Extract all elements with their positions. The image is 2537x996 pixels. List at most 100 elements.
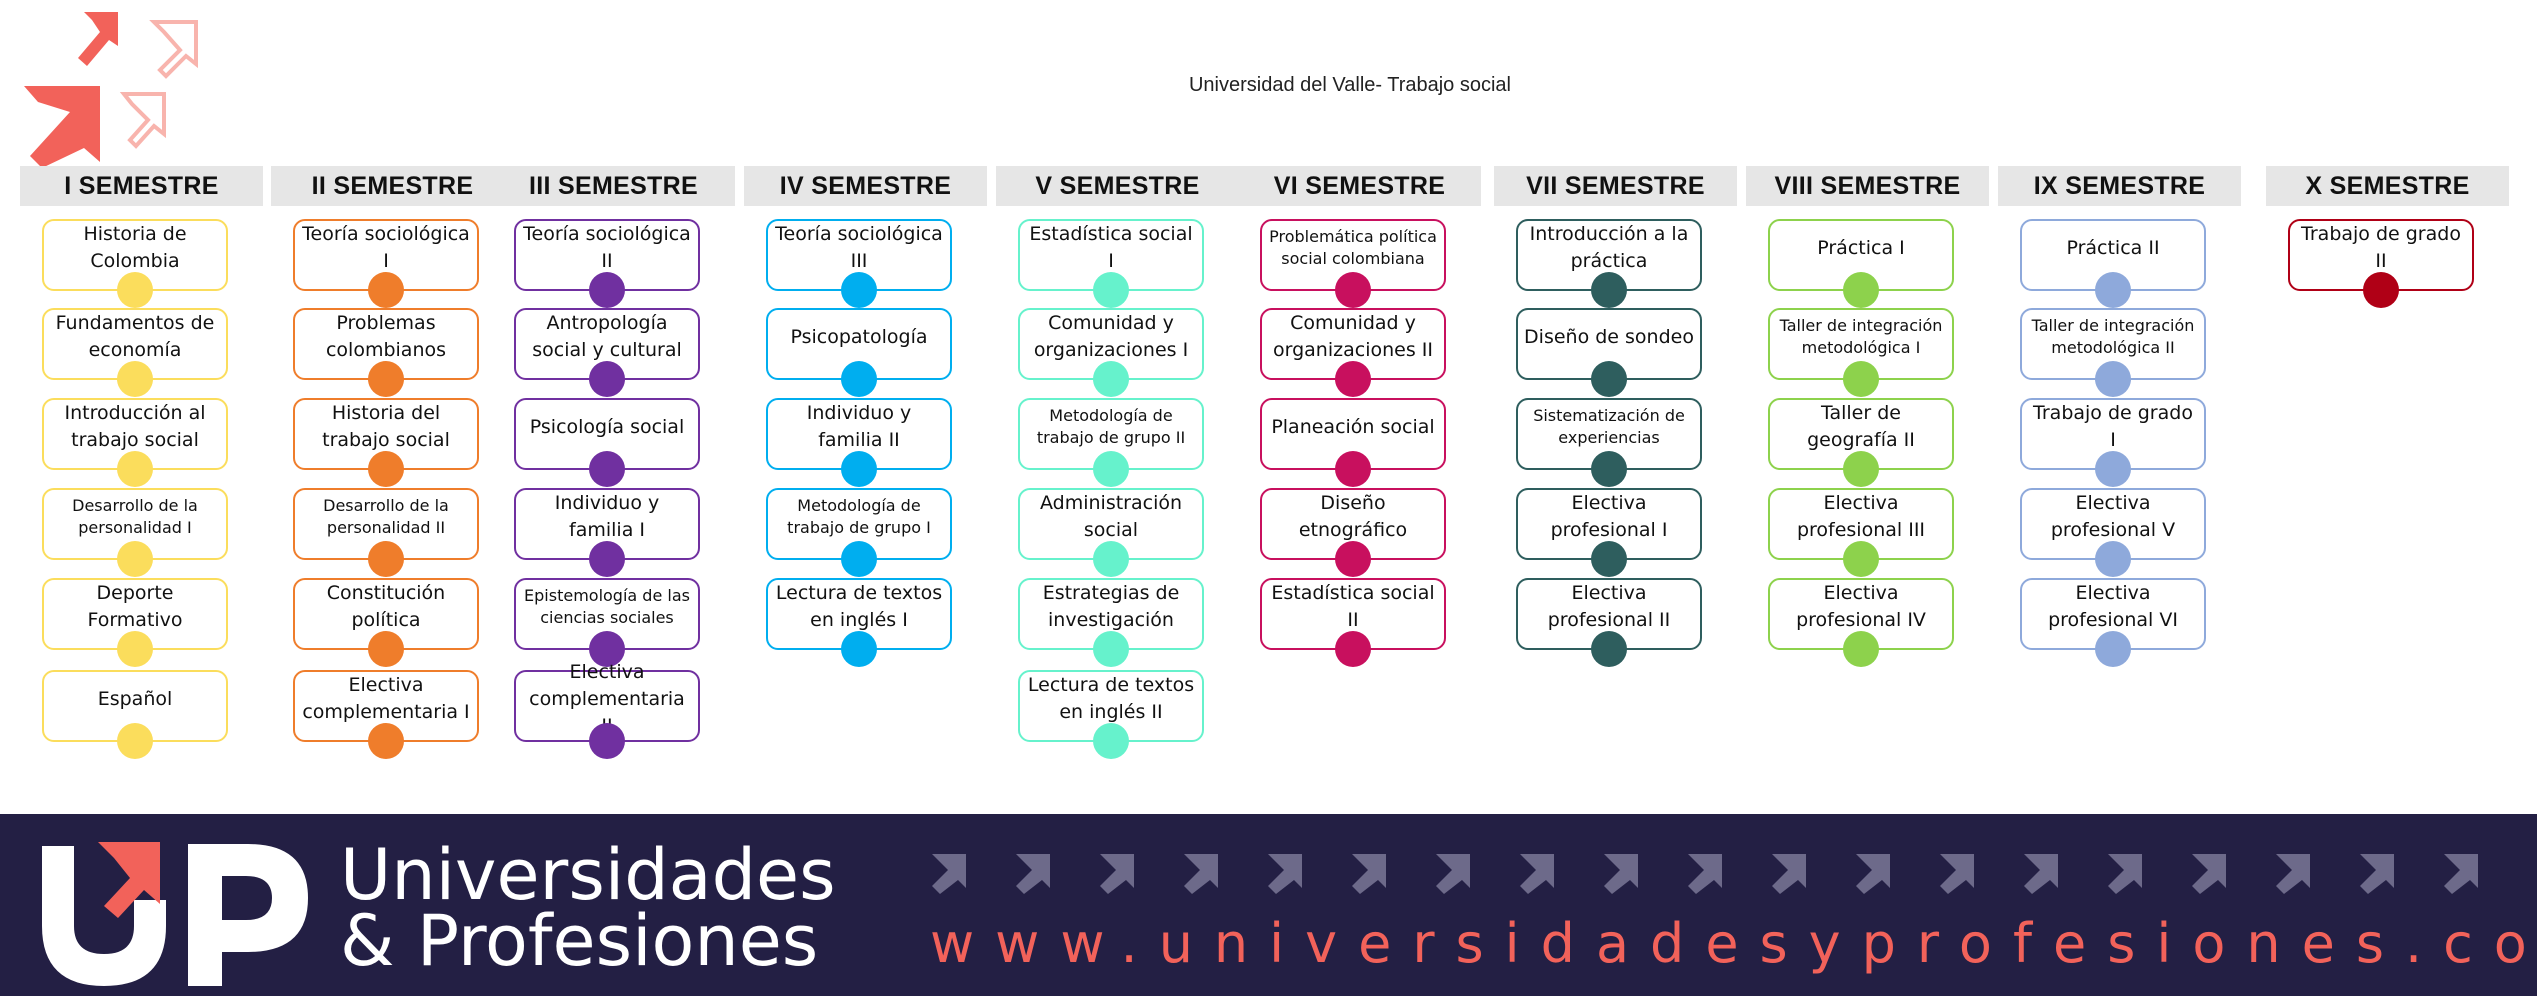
course-node-dot bbox=[841, 631, 877, 667]
course-card: Historia de Colombia bbox=[42, 219, 228, 308]
course-node-dot bbox=[1093, 631, 1129, 667]
chevron-arrow-icon bbox=[1940, 854, 1974, 894]
course-name: Individuo y familia II bbox=[806, 402, 912, 451]
course-node-dot bbox=[2095, 272, 2131, 308]
course-name: Taller de integración metodológica II bbox=[2031, 316, 2195, 357]
course-node-dot bbox=[1843, 451, 1879, 487]
course-node-dot bbox=[117, 631, 153, 667]
course-card: Electiva profesional I bbox=[1516, 488, 1702, 577]
course-node-dot bbox=[1335, 631, 1371, 667]
course-card: Psicopatología bbox=[766, 308, 952, 397]
course-name: Práctica II bbox=[2066, 236, 2160, 259]
course-card: Psicología social bbox=[514, 398, 700, 487]
semester-header: VII SEMESTRE bbox=[1494, 166, 1737, 206]
up-logo-icon bbox=[42, 842, 308, 986]
chevron-arrow-icon bbox=[1016, 854, 1050, 894]
arrows-logo-icon bbox=[24, 12, 198, 168]
course-name: Taller de geografía II bbox=[1807, 402, 1915, 451]
course-name: Lectura de textos en inglés II bbox=[1027, 674, 1195, 723]
footer-banner: Universidades & Profesiones www.universi… bbox=[0, 814, 2537, 996]
course-node-dot bbox=[589, 451, 625, 487]
brand-name-line-2: & Profesiones bbox=[340, 900, 819, 982]
semester-header: IX SEMESTRE bbox=[1998, 166, 2241, 206]
course-name: Teoría sociológica II bbox=[523, 223, 691, 272]
course-name: Electiva profesional V bbox=[2050, 492, 2176, 541]
chevron-arrow-icon bbox=[2108, 854, 2142, 894]
course-name: Comunidad y organizaciones I bbox=[1033, 312, 1189, 361]
course-node-dot bbox=[117, 272, 153, 308]
course-node-dot bbox=[589, 541, 625, 577]
decorative-arrows-icon bbox=[932, 854, 2478, 894]
course-node-dot bbox=[1093, 451, 1129, 487]
course-node-dot bbox=[1591, 361, 1627, 397]
course-node-dot bbox=[2095, 631, 2131, 667]
course-node-dot bbox=[1335, 541, 1371, 577]
course-name: Psicología social bbox=[529, 415, 685, 438]
course-node-dot bbox=[2363, 272, 2399, 308]
website-link[interactable]: www.universidadesyprofesiones.com bbox=[930, 912, 2537, 975]
semester-column: IX SEMESTRE Práctica II Taller de integrac… bbox=[1998, 166, 2241, 766]
course-card: Individuo y familia I bbox=[514, 488, 700, 577]
chevron-arrow-icon bbox=[1100, 854, 1134, 894]
course-card: Estadística social I bbox=[1018, 219, 1204, 308]
course-name: Epistemología de las ciencias sociales bbox=[524, 586, 690, 627]
course-name: Trabajo de grado II bbox=[2301, 223, 2461, 272]
course-node-dot bbox=[368, 451, 404, 487]
course-card: Trabajo de grado II bbox=[2288, 219, 2474, 308]
course-card: Introducción al trabajo social bbox=[42, 398, 228, 487]
course-card: Taller de integración metodológica II bbox=[2020, 308, 2206, 397]
course-name: Taller de integración metodológica I bbox=[1779, 316, 1943, 357]
course-name: Teoría sociológica I bbox=[302, 223, 470, 272]
semester-header: V SEMESTRE bbox=[996, 166, 1239, 206]
course-name: Antropología social y cultural bbox=[532, 312, 682, 361]
course-node-dot bbox=[368, 361, 404, 397]
course-name: Diseño etnográfico bbox=[1298, 492, 1408, 541]
course-node-dot bbox=[589, 272, 625, 308]
course-name: Introducción al trabajo social bbox=[64, 402, 206, 451]
course-card: Deporte Formativo bbox=[42, 578, 228, 667]
course-node-dot bbox=[1335, 361, 1371, 397]
course-name: Estrategias de investigación bbox=[1042, 582, 1180, 631]
course-name: Estadística social I bbox=[1029, 223, 1193, 272]
course-name: Estadística social II bbox=[1271, 582, 1435, 631]
course-node-dot bbox=[841, 451, 877, 487]
course-node-dot bbox=[1093, 361, 1129, 397]
chevron-arrow-icon bbox=[1184, 854, 1218, 894]
course-node-dot bbox=[589, 631, 625, 667]
chevron-arrow-icon bbox=[1604, 854, 1638, 894]
course-card: Individuo y familia II bbox=[766, 398, 952, 487]
course-card: Metodología de trabajo de grupo II bbox=[1018, 398, 1204, 487]
chevron-arrow-icon bbox=[2192, 854, 2226, 894]
course-card: Teoría sociológica I bbox=[293, 219, 479, 308]
course-name: Comunidad y organizaciones II bbox=[1273, 312, 1433, 361]
course-card: Práctica I bbox=[1768, 219, 1954, 308]
course-card: Planeación social bbox=[1260, 398, 1446, 487]
course-card: Administración social bbox=[1018, 488, 1204, 577]
semester-header: VI SEMESTRE bbox=[1238, 166, 1481, 206]
course-node-dot bbox=[1591, 631, 1627, 667]
course-card: Comunidad y organizaciones II bbox=[1260, 308, 1446, 397]
course-card: Electiva profesional III bbox=[1768, 488, 1954, 577]
course-name: Desarrollo de la personalidad II bbox=[323, 496, 449, 537]
course-name: Desarrollo de la personalidad I bbox=[72, 496, 198, 537]
course-card: Comunidad y organizaciones I bbox=[1018, 308, 1204, 397]
course-name: Práctica I bbox=[1817, 236, 1905, 259]
course-name: Diseño de sondeo bbox=[1524, 325, 1694, 348]
chevron-arrow-icon bbox=[1688, 854, 1722, 894]
course-card: Electiva profesional IV bbox=[1768, 578, 1954, 667]
semester-column: V SEMESTRE Estadística social I Comunidad … bbox=[996, 166, 1239, 766]
course-name: Electiva profesional III bbox=[1796, 492, 1926, 541]
course-card: Estadística social II bbox=[1260, 578, 1446, 667]
chevron-arrow-icon bbox=[932, 854, 966, 894]
course-node-dot bbox=[117, 723, 153, 759]
chevron-arrow-icon bbox=[2276, 854, 2310, 894]
course-node-dot bbox=[841, 272, 877, 308]
course-name: Sistematización de experiencias bbox=[1533, 406, 1685, 447]
course-card: Desarrollo de la personalidad I bbox=[42, 488, 228, 577]
course-card: Taller de geografía II bbox=[1768, 398, 1954, 487]
